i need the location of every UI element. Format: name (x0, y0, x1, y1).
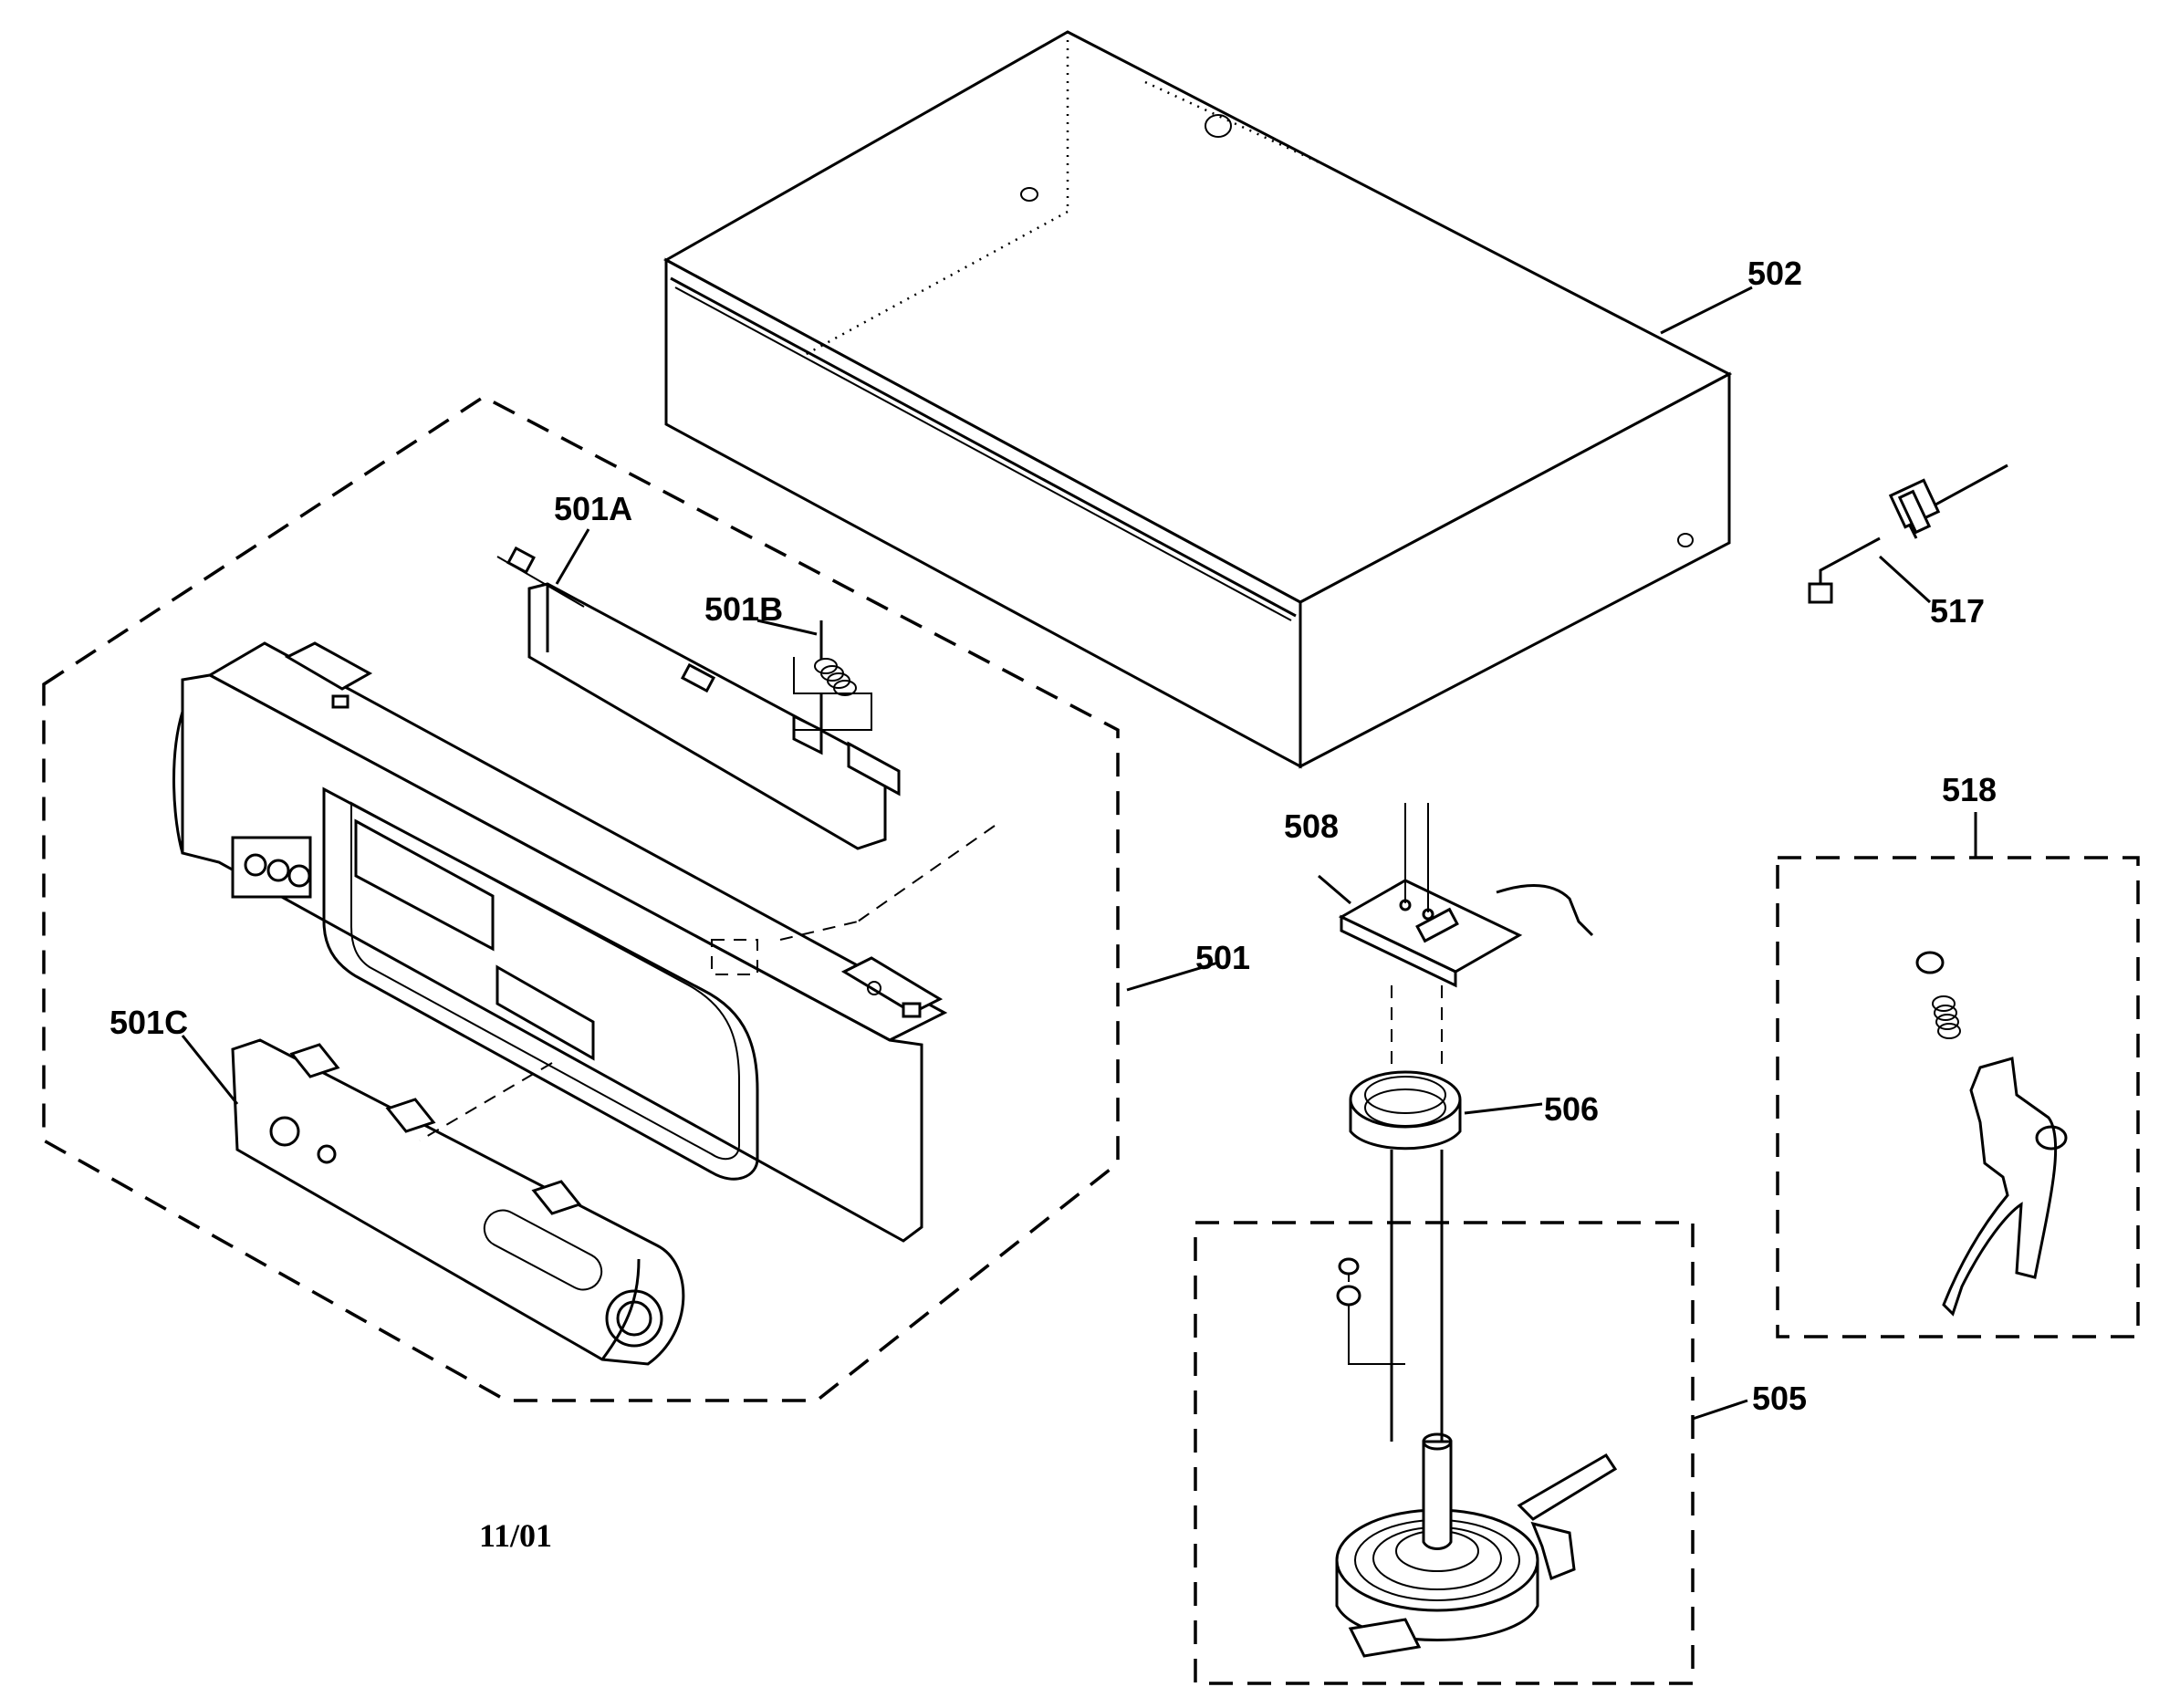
shaft-guide (1390, 985, 1444, 1442)
leader-lines (181, 286, 1977, 1421)
label-518: 518 (1942, 771, 1997, 808)
label-501: 501 (1195, 939, 1250, 976)
label-505: 505 (1752, 1380, 1807, 1417)
label-501a: 501A (554, 490, 632, 527)
label-501b: 501B (704, 590, 783, 628)
assembly-505-boundary (1194, 1221, 1695, 1685)
label-508: 508 (1284, 807, 1339, 845)
part-506-pulley-ring[interactable] (1349, 1070, 1462, 1151)
part-501c-door[interactable] (231, 1038, 685, 1366)
label-506: 506 (1544, 1090, 1599, 1128)
part-517-power-cord[interactable] (1808, 463, 2008, 604)
label-517: 517 (1930, 592, 1985, 630)
part-501a-holder[interactable] (496, 546, 901, 850)
part-505-reel-motor[interactable] (1335, 1257, 1618, 1658)
revision-date: 11/01 (479, 1517, 552, 1554)
connector-lines (419, 825, 996, 1141)
part-502-cabinet[interactable] (662, 30, 1733, 769)
assembly-518-boundary (1776, 856, 2140, 1338)
part-508-sensor-board[interactable] (1338, 803, 1594, 988)
assembly-501-boundary (42, 394, 1120, 1402)
part-501b-spring[interactable] (793, 620, 872, 731)
label-502: 502 (1747, 255, 1802, 292)
part-501-front-panel[interactable] (172, 641, 948, 1243)
label-501c: 501C (110, 1004, 188, 1041)
part-518-lever[interactable] (1915, 951, 2068, 1317)
